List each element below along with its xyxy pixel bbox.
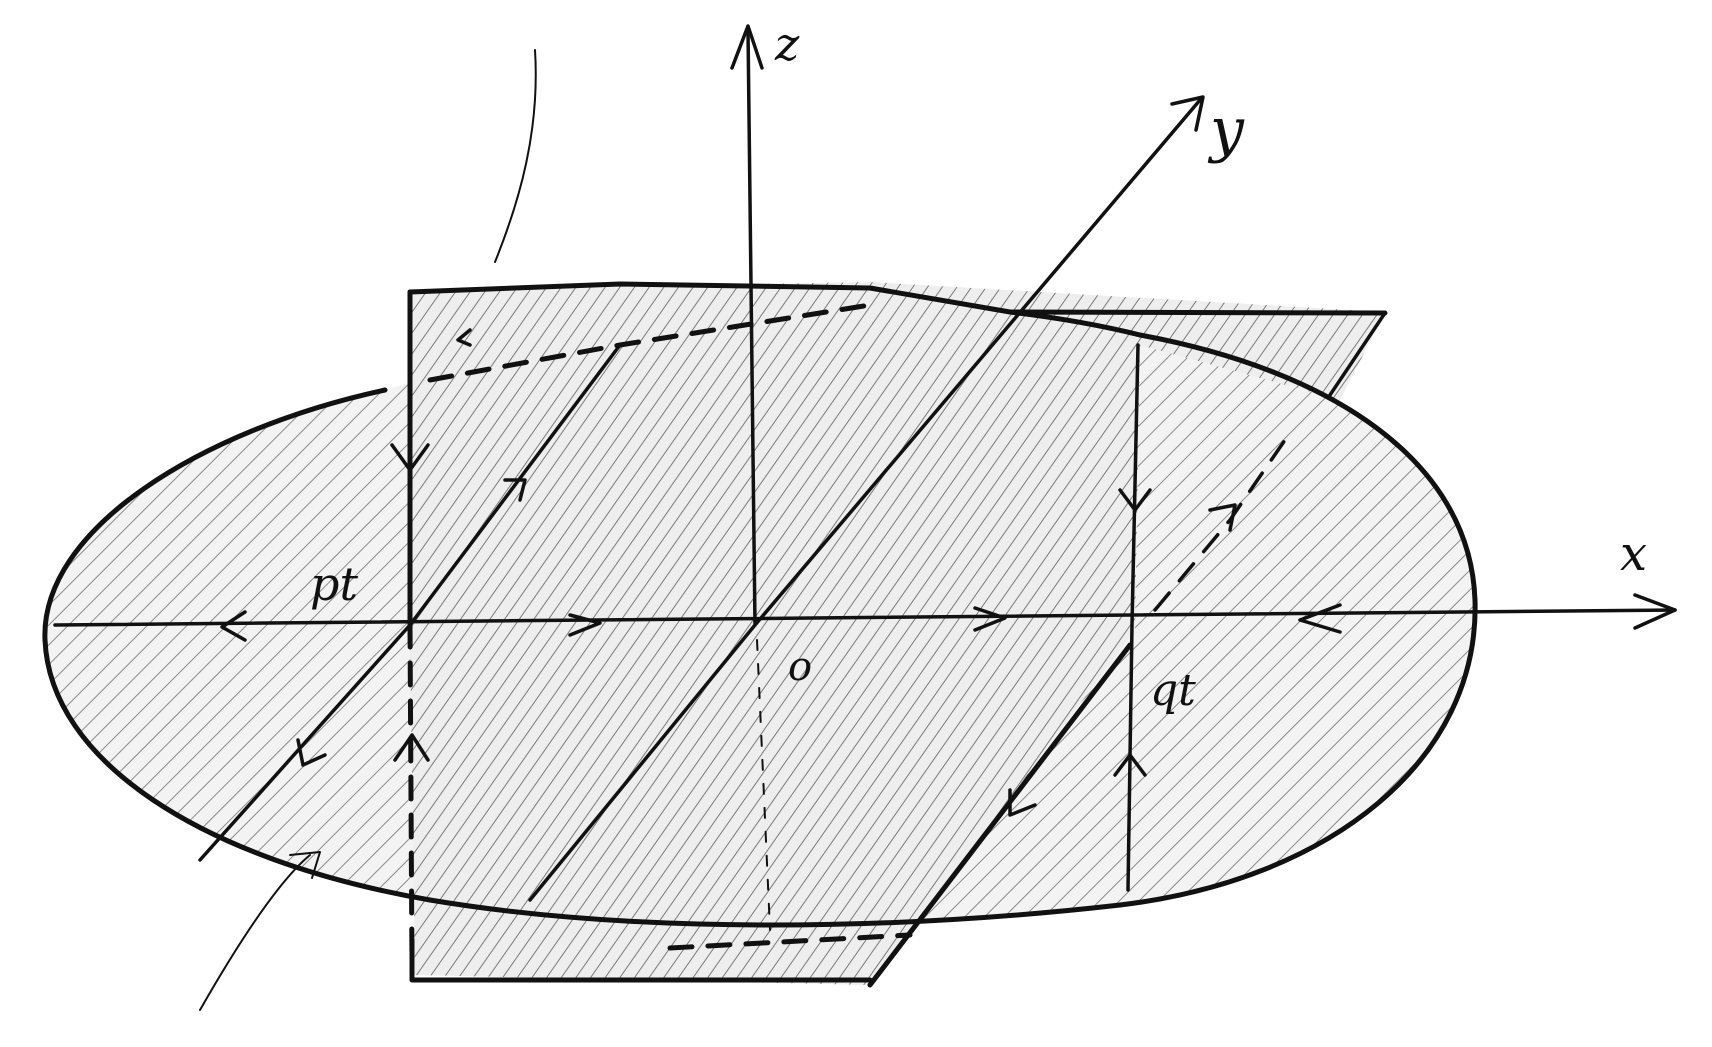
x-axis-label: x: [1620, 526, 1647, 582]
lower-slant-edge: [867, 642, 1133, 988]
y-axis-arrow: [1170, 95, 1205, 132]
origin-label: o: [788, 644, 812, 690]
plane-right-slant: [1328, 311, 1387, 397]
stray-curve-bottom: [199, 854, 311, 1011]
direction-arrows: [220, 328, 1342, 817]
bottom-dashed-edge: [667, 932, 913, 951]
stray-curve-arrow: [289, 851, 321, 879]
y-axis: [528, 98, 1202, 902]
plane-top-edge: [407, 281, 1388, 316]
pt-label: pt: [310, 557, 358, 611]
tilted-plane-region: [410, 282, 1385, 985]
z-axis-label: z: [774, 17, 800, 71]
plane-left-dashed: [407, 622, 415, 973]
y-axis-label: y: [1207, 95, 1245, 165]
right-dashed-edge: [1153, 438, 1287, 612]
z-axis-arrow: [730, 24, 764, 70]
x-axis-arrow: [1633, 593, 1677, 630]
ellipse-outline: [42, 332, 1478, 928]
qt-vertical-line: [1126, 343, 1140, 892]
center-dashed-line: [756, 639, 771, 931]
x-axis: [53, 608, 1677, 627]
qt-label: qt: [1150, 665, 1196, 716]
plane-bottom-left: [409, 937, 873, 983]
z-axis: [746, 28, 757, 627]
stray-curve-top: [494, 49, 537, 263]
pt-diagonal-line: [198, 343, 622, 862]
